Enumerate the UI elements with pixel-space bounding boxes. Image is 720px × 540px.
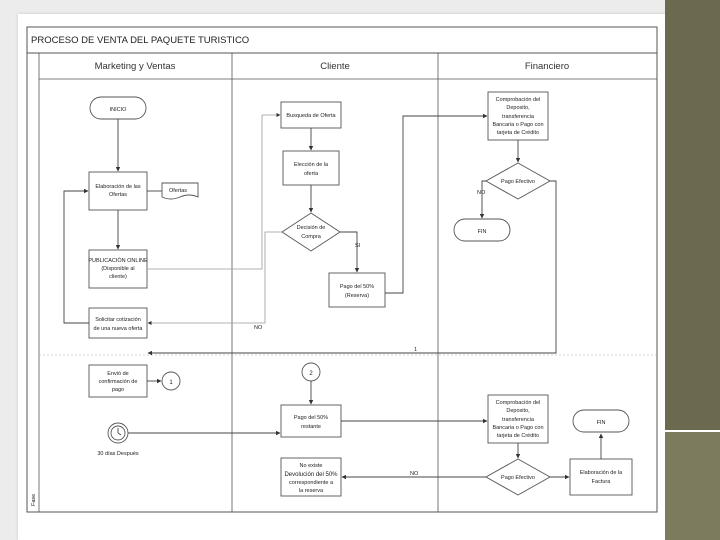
svg-text:cliente): cliente)	[109, 274, 127, 280]
svg-text:de una nueva oferta: de una nueva oferta	[94, 326, 144, 332]
process-devolucion: No existe Devolución del 50% correspondi…	[280, 457, 342, 497]
lane-header-marketing: Marketing y Ventas	[95, 61, 176, 72]
svg-text:correspondiente a: correspondiente a	[289, 480, 334, 486]
process-busqueda-oferta: Busqueda de Oferta	[280, 101, 342, 129]
start-node: INICIO	[89, 96, 147, 120]
edge-label-no-pago-2: NO	[410, 471, 419, 477]
edge-label-no-pago-1: NO	[477, 190, 486, 196]
svg-text:Factura: Factura	[592, 479, 612, 485]
svg-text:Pago Efectivo: Pago Efectivo	[501, 475, 535, 481]
svg-text:PUBLICACIÓN ONLINE: PUBLICACIÓN ONLINE	[88, 257, 148, 264]
edge-label-no-decision: NO	[254, 325, 263, 331]
svg-text:Bancaria o Pago con: Bancaria o Pago con	[492, 425, 543, 431]
end-node-1: FIN	[453, 218, 511, 242]
svg-text:Deposito,: Deposito,	[506, 408, 530, 414]
svg-text:tarjeta de Crédito: tarjeta de Crédito	[497, 433, 539, 439]
svg-text:Compra: Compra	[301, 234, 322, 240]
svg-text:transferencia: transferencia	[502, 417, 535, 423]
end-node-2: FIN	[572, 409, 630, 433]
svg-text:Envió de: Envió de	[107, 371, 128, 377]
svg-text:FIN: FIN	[597, 420, 606, 426]
svg-text:Elección de la: Elección de la	[294, 162, 329, 168]
edge-publicacion-busqueda	[147, 113, 281, 270]
edge-decision-si	[340, 231, 360, 273]
diagram-title: PROCESO DE VENTA DEL PAQUETE TURISTICO	[31, 35, 249, 46]
svg-text:(Disponible al: (Disponible al	[101, 266, 134, 272]
connector-1: 1	[161, 371, 181, 391]
decision-compra: Decisión de Compra	[281, 212, 341, 252]
diagram-frame	[26, 26, 658, 513]
svg-text:Ofertas: Ofertas	[109, 192, 127, 198]
svg-text:Elaboración de las: Elaboración de las	[95, 184, 141, 190]
decision-pago-efectivo-1: Pago Efectivo	[485, 162, 551, 200]
process-pago-50-reserva: Pago del 50% (Reserva)	[328, 272, 386, 308]
edge-decision-no	[147, 231, 282, 325]
svg-text:Elaboración de la: Elaboración de la	[580, 470, 623, 476]
svg-text:Solicitar cotización: Solicitar cotización	[95, 317, 141, 323]
decision-pago-efectivo-2: Pago Efectivo	[485, 458, 551, 496]
edge-pago-efectivo-si-return	[147, 180, 557, 356]
edge-solicitar-loop	[63, 188, 89, 324]
svg-text:Decisión de: Decisión de	[297, 225, 326, 231]
document-ofertas: Ofertas	[161, 182, 199, 200]
svg-text:No existe: No existe	[300, 463, 323, 469]
svg-text:la reserva: la reserva	[299, 488, 324, 494]
process-comprobacion-deposito-1: Comprobación del Deposito, transferencia…	[487, 91, 549, 141]
svg-text:Bancaria o Pago con: Bancaria o Pago con	[492, 122, 543, 128]
svg-text:Busqueda de Oferta: Busqueda de Oferta	[286, 113, 336, 119]
process-publicacion-online: PUBLICACIÓN ONLINE (Disponible al client…	[88, 249, 148, 289]
phase-label: Fase	[31, 494, 37, 506]
svg-text:Pago del 50%: Pago del 50%	[294, 415, 328, 421]
process-solicitar-cotizacion: Solicitar cotización de una nueva oferta	[88, 307, 148, 339]
svg-text:INICIO: INICIO	[110, 107, 128, 113]
svg-text:Pago Efectivo: Pago Efectivo	[501, 179, 535, 185]
svg-text:tarjeta de Crédito: tarjeta de Crédito	[497, 130, 539, 136]
process-elaboracion-factura: Elaboración de la Factura	[569, 458, 633, 496]
edge-label-return-1: 1	[414, 347, 417, 353]
edge-label-si: SI	[355, 243, 361, 249]
decorative-band-divider	[665, 430, 720, 432]
timer-label: 30 días Después	[97, 451, 139, 457]
process-elaboracion-ofertas: Elaboración de las Ofertas	[88, 171, 148, 211]
decorative-side-band	[665, 0, 720, 430]
process-envio-confirmacion: Envió de confirmación de pago	[88, 364, 148, 398]
svg-text:confirmación de: confirmación de	[99, 379, 138, 385]
svg-text:Pago del 50%: Pago del 50%	[340, 284, 374, 290]
connector-2: 2	[301, 362, 321, 382]
process-pago-50-restante: Pago del 50% restante	[280, 404, 342, 438]
svg-text:Comprobación del: Comprobación del	[496, 400, 541, 406]
svg-text:restante: restante	[301, 424, 321, 430]
svg-text:FIN: FIN	[478, 229, 487, 235]
process-comprobacion-deposito-2: Comprobación del Deposito, transferencia…	[487, 394, 549, 444]
edge-pago-efectivo-no	[479, 180, 486, 219]
svg-text:transferencia: transferencia	[502, 114, 535, 120]
svg-text:pago: pago	[112, 387, 124, 393]
svg-text:Deposito,: Deposito,	[506, 105, 530, 111]
timer-event-icon	[107, 422, 129, 444]
lane-header-cliente: Cliente	[320, 61, 350, 72]
lane-header-financiero: Financiero	[525, 61, 569, 72]
svg-text:oferta: oferta	[304, 171, 319, 177]
process-eleccion-oferta: Elección de la oferta	[282, 150, 340, 186]
svg-text:1: 1	[169, 380, 173, 386]
decorative-side-band-lower	[665, 432, 720, 540]
svg-text:Devolución del 50%: Devolución del 50%	[284, 472, 338, 478]
svg-text:Comprobación del: Comprobación del	[496, 97, 541, 103]
svg-text:(Reserva): (Reserva)	[345, 293, 369, 299]
svg-text:Ofertas: Ofertas	[169, 188, 187, 194]
svg-text:2: 2	[309, 371, 313, 377]
edge-pago50-comprobacion	[385, 113, 488, 294]
